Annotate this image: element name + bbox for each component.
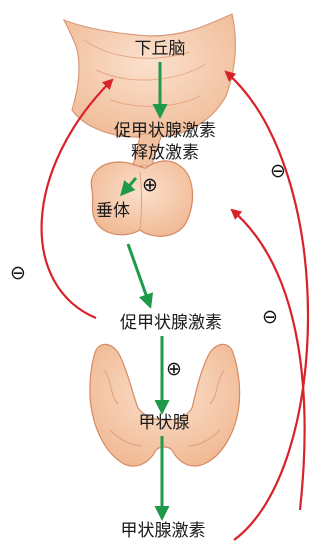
pituitary-label: 垂体 — [88, 202, 138, 222]
feedback-arrow-hormone-to-pituitary — [232, 210, 305, 510]
tsh-label: 促甲状腺激素 — [96, 314, 246, 334]
trh-label-line1: 促甲状腺激素 — [90, 122, 240, 142]
positive-sign-pituitary: ⊕ — [142, 176, 158, 195]
trh-label-line2: 释放激素 — [90, 144, 240, 164]
stimulation-arrow-pituitary-to-tsh — [128, 244, 150, 306]
thyroid-label: 甲状腺 — [124, 414, 204, 434]
thyroid-hormone-label: 甲状腺激素 — [98, 522, 228, 542]
hypothalamus-label: 下丘脑 — [110, 40, 210, 60]
negative-sign-pituitary-feedback: ⊖ — [262, 308, 278, 327]
thyroid-illustration — [90, 344, 240, 466]
hypothalamus-illustration — [64, 14, 235, 137]
positive-sign-thyroid: ⊕ — [166, 360, 182, 379]
negative-sign-left: ⊖ — [10, 264, 26, 283]
negative-sign-hypothalamus-feedback: ⊖ — [270, 162, 286, 181]
